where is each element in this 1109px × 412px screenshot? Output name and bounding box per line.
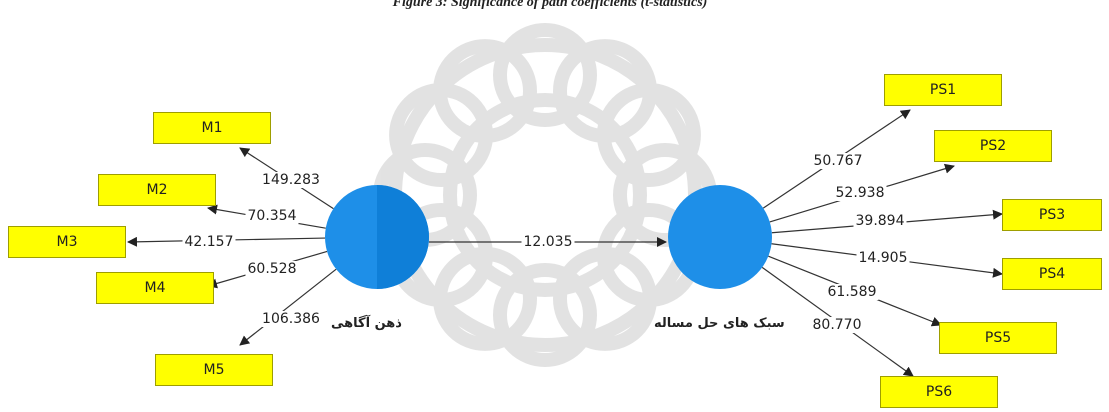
loading-value-m4: 60.528 [245,261,299,277]
loading-value-m3: 42.157 [182,234,236,250]
loading-value-ps1: 50.767 [811,153,865,169]
loading-value-m5: 106.386 [260,311,322,327]
indicator-m4[interactable]: M4 [96,272,214,304]
indicator-ps1[interactable]: PS1 [884,74,1002,106]
indicator-m1[interactable]: M1 [153,112,271,144]
indicator-ps4[interactable]: PS4 [1002,258,1102,290]
mindfulness-label: ذهن آگاهی [331,316,402,331]
loading-value-m2: 70.354 [245,208,299,224]
figure-caption: Figure 3: Significance of path coefficie… [392,0,708,10]
indicator-ps2[interactable]: PS2 [934,130,1052,162]
indicator-m5[interactable]: M5 [155,354,273,386]
latent-variable-problem-solving[interactable] [668,185,772,289]
indicator-ps6[interactable]: PS6 [880,376,998,408]
indicator-m2[interactable]: M2 [98,174,216,206]
outer-loading-arrow-m5 [239,268,337,346]
loading-value-ps2: 52.938 [833,185,887,201]
loading-value-m1: 149.283 [260,172,322,188]
loading-value-ps5: 61.589 [825,284,879,300]
loading-value-ps4: 14.905 [856,250,910,266]
structural-path-value: 12.035 [521,234,575,250]
indicator-ps3[interactable]: PS3 [1002,199,1102,231]
loading-value-ps3: 39.894 [853,213,907,229]
indicator-ps5[interactable]: PS5 [939,322,1057,354]
loading-value-ps6: 80.770 [810,317,864,333]
latent-variable-mindfulness-shade [377,185,429,289]
watermark-rosette-icon [373,23,717,367]
indicator-m3[interactable]: M3 [8,226,126,258]
problem-solving-label: سبک های حل مساله [654,316,785,331]
